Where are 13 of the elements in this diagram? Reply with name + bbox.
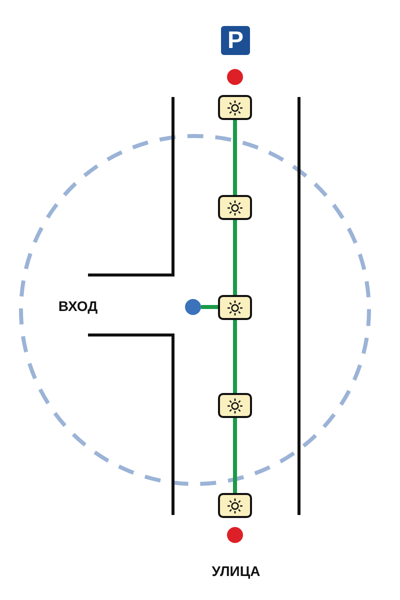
cable-line bbox=[233, 120, 237, 195]
cable-line bbox=[233, 220, 237, 295]
cable-line bbox=[201, 305, 218, 309]
place-label: УЛИЦА bbox=[210, 562, 262, 581]
light-fixture bbox=[218, 393, 252, 418]
place-label: ВХОД bbox=[57, 297, 99, 316]
cable-line bbox=[233, 418, 237, 493]
cable-line bbox=[233, 320, 237, 393]
light-fixture bbox=[218, 493, 252, 518]
light-fixture bbox=[218, 195, 252, 220]
light-fixture bbox=[218, 295, 252, 320]
parking-sign: P bbox=[221, 26, 250, 55]
light-fixture bbox=[218, 95, 252, 120]
